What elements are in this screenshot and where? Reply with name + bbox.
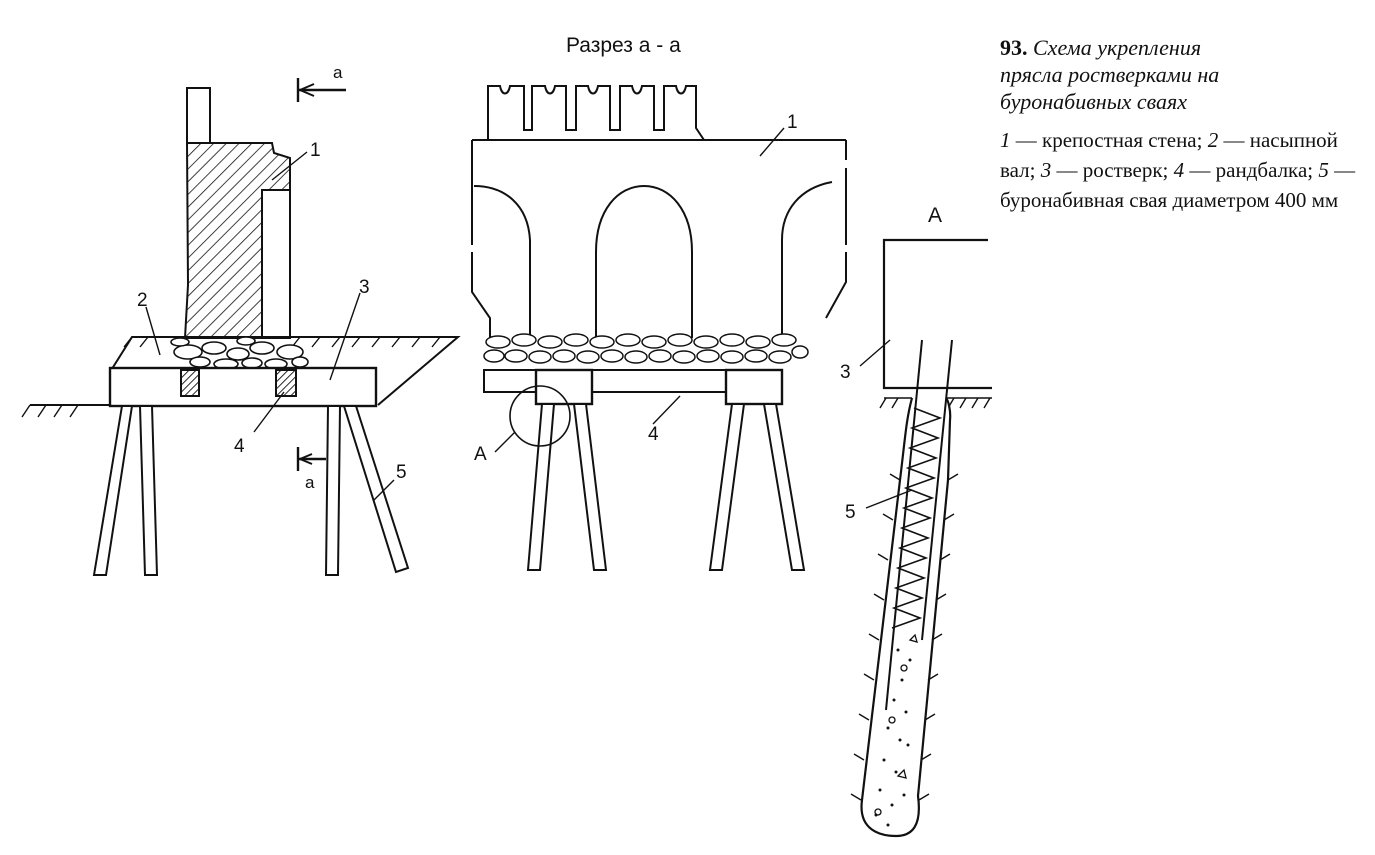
label-embankment: 2 bbox=[137, 290, 148, 311]
legend-item: 3 — ростверк; bbox=[1040, 158, 1169, 182]
detail-a-circle bbox=[509, 385, 571, 447]
label-detail-pile: 5 bbox=[845, 502, 856, 523]
edge-beam-right bbox=[275, 369, 297, 397]
label-detail-grillage: 3 bbox=[840, 362, 851, 383]
figure-caption: 93. Схема укрепления прясла ростверками … bbox=[1000, 34, 1370, 215]
middle-view: Разрез а - а bbox=[471, 34, 847, 571]
legend-item: 5 — буронабивная свая диаметром 400 мм bbox=[1000, 158, 1356, 212]
embankment bbox=[21, 336, 461, 418]
label-section-edge-beam: 4 bbox=[648, 424, 659, 445]
label-edge-beam: 4 bbox=[234, 436, 245, 457]
legend-item: 1 — крепостная стена; bbox=[1000, 128, 1203, 152]
section-mark-bottom-label: a bbox=[305, 473, 315, 492]
label-wall: 1 bbox=[310, 140, 321, 161]
left-view: a a 1 2 3 4 5 bbox=[21, 63, 461, 576]
wall-section bbox=[471, 139, 847, 338]
borehole bbox=[860, 397, 952, 838]
rubble-fill bbox=[170, 336, 309, 370]
concrete-fill bbox=[874, 648, 912, 827]
piles-section bbox=[526, 403, 806, 571]
figure-number: 93. bbox=[1000, 35, 1028, 60]
section-title: Разрез а - а bbox=[566, 34, 681, 57]
legend-item: 4 — рандбалка; bbox=[1173, 158, 1314, 182]
figure-title-line-1: Схема укрепления bbox=[1033, 35, 1202, 60]
edge-beam-left bbox=[180, 369, 200, 397]
figure-legend: 1 — крепостная стена; 2 — насыпной вал; … bbox=[1000, 125, 1370, 215]
figure-title-line-3: буронабивных сваях bbox=[1000, 89, 1188, 114]
pile-cap-right bbox=[724, 368, 784, 406]
figure-title-line-2: прясла ростверками на bbox=[1000, 62, 1220, 87]
label-section-wall: 1 bbox=[787, 112, 798, 133]
figure-title: 93. Схема укрепления прясла ростверками … bbox=[1000, 34, 1370, 115]
label-pile: 5 bbox=[396, 462, 407, 483]
legend-item: 2 — насыпной вал; bbox=[1000, 128, 1338, 182]
battlements bbox=[487, 85, 705, 141]
detail-grillage bbox=[882, 238, 992, 390]
piles-left-view bbox=[92, 405, 410, 576]
fortress-wall bbox=[183, 87, 291, 339]
rubble-section bbox=[483, 333, 809, 364]
section-mark-top-label: a bbox=[333, 63, 343, 82]
label-grillage: 3 bbox=[359, 277, 370, 298]
spiral-reinforcement bbox=[891, 407, 943, 629]
grillage-slab bbox=[108, 366, 378, 408]
section-marker-top bbox=[296, 78, 346, 102]
label-section-detail: A bbox=[474, 444, 487, 465]
detail-view: A 3 5 bbox=[840, 204, 992, 838]
detail-title: A bbox=[928, 204, 942, 227]
section-marker-bottom bbox=[296, 447, 326, 471]
